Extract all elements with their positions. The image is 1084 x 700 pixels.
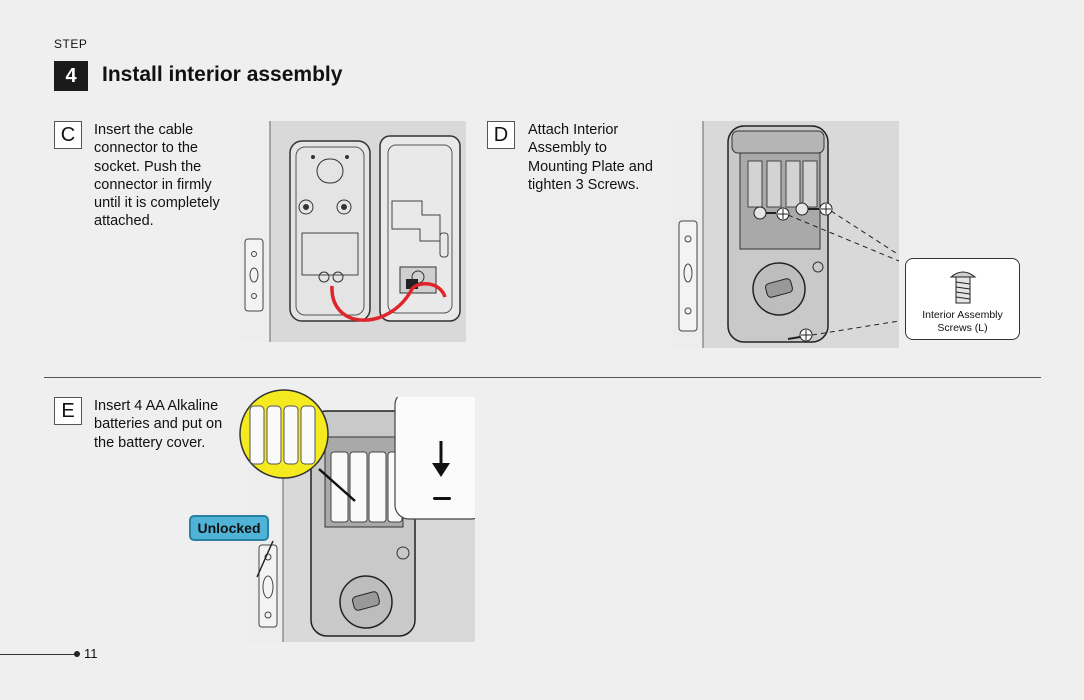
- step-label: STEP: [54, 37, 88, 51]
- step-c-letter: C: [54, 121, 82, 149]
- section-divider: [44, 377, 1041, 378]
- step-number: 4: [54, 61, 88, 91]
- step-d-text: Attach Interior Assembly to Mounting Pla…: [528, 122, 653, 193]
- step-d-letter: D: [487, 121, 515, 149]
- battery-zoom-callout: [238, 388, 330, 480]
- step-e-letter: E: [54, 397, 82, 425]
- footer-line: [0, 654, 76, 655]
- footer-dot: [74, 651, 80, 657]
- figure-screw-attachment: [672, 121, 899, 348]
- page-number: 11: [84, 646, 98, 661]
- page-title: Install interior assembly: [102, 63, 343, 86]
- figure-cable-connection: [240, 121, 466, 342]
- step-e-text: Insert 4 AA Alkaline batteries and put o…: [94, 398, 223, 451]
- figure-battery-install: [247, 397, 475, 642]
- screws-label: Interior Assembly Screws (L): [922, 309, 1003, 334]
- screw-icon: [949, 271, 977, 304]
- step-c-text: Insert the cable connector to the socket…: [94, 122, 220, 230]
- unlocked-label: Unlocked: [189, 515, 269, 541]
- screws-callout: Interior Assembly Screws (L): [905, 258, 1020, 340]
